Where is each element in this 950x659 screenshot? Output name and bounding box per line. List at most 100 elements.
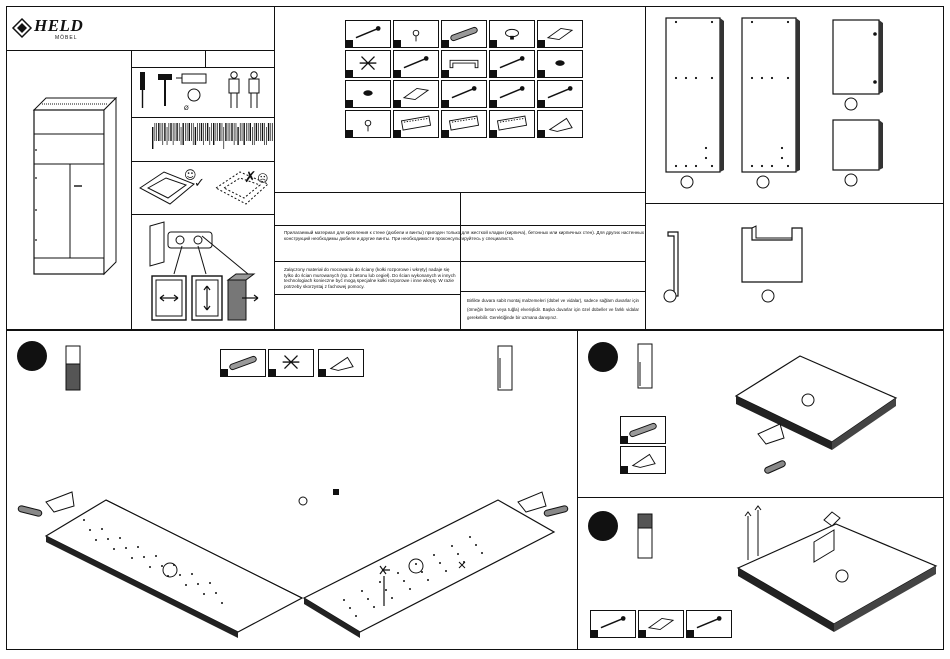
dowel-icon bbox=[229, 355, 257, 371]
panel-hole bbox=[750, 164, 754, 168]
panel-hole bbox=[710, 164, 714, 168]
screw-icon bbox=[696, 616, 722, 629]
corner-mark bbox=[490, 70, 497, 77]
board-hole bbox=[469, 536, 471, 538]
corner-mark bbox=[442, 100, 449, 107]
top-panel bbox=[832, 19, 883, 95]
part-dowel bbox=[220, 349, 266, 377]
cabinet-overview-illustration bbox=[32, 96, 118, 276]
rail-icon bbox=[400, 115, 432, 131]
barcode-bar bbox=[191, 123, 192, 141]
corner-mark bbox=[319, 369, 326, 376]
board-hole bbox=[427, 579, 429, 581]
barcode-bar bbox=[156, 123, 157, 141]
panel-parts-illustration bbox=[663, 17, 883, 303]
divider bbox=[460, 192, 462, 329]
barcode-graphic bbox=[152, 123, 273, 149]
part-bracket bbox=[638, 610, 684, 638]
hardware-part-cam bbox=[345, 50, 391, 78]
barcode-bar bbox=[272, 123, 273, 141]
divider bbox=[6, 329, 944, 331]
board-hole bbox=[421, 571, 423, 573]
step2-assembly-illustration bbox=[734, 355, 898, 474]
panel-hole bbox=[786, 164, 790, 168]
cabinet-thumbnail-icon bbox=[497, 345, 513, 391]
board-hole bbox=[415, 563, 417, 565]
barcode-bar bbox=[219, 123, 221, 141]
corner-mark bbox=[346, 70, 353, 77]
step-marker-3 bbox=[588, 511, 618, 541]
barcode-bar bbox=[166, 127, 168, 145]
handle-icon bbox=[449, 59, 479, 69]
barcode-bar bbox=[185, 123, 186, 141]
panel-hole bbox=[786, 76, 790, 80]
brand-name: HELD bbox=[34, 16, 84, 35]
wedge-icon bbox=[329, 356, 354, 371]
cam-icon bbox=[359, 56, 377, 71]
hardware-part-handle bbox=[441, 50, 487, 78]
barcode-bar bbox=[243, 123, 245, 145]
hardware-part-bracket bbox=[393, 80, 439, 108]
corner-mark bbox=[538, 130, 545, 137]
dowel-left bbox=[17, 491, 75, 517]
panel-hole bbox=[760, 164, 764, 168]
part-cam bbox=[268, 349, 314, 377]
drill-icon bbox=[176, 73, 207, 102]
board-right bbox=[302, 499, 556, 638]
cam-icon bbox=[282, 355, 300, 370]
barcode-bar bbox=[188, 123, 190, 141]
board-hole bbox=[433, 554, 435, 556]
barcode-bar bbox=[229, 123, 231, 141]
hardware-part-bracket bbox=[537, 20, 583, 48]
hardware-part-rail bbox=[441, 110, 487, 138]
board-hole bbox=[475, 544, 477, 546]
hardware-part-rail bbox=[489, 110, 535, 138]
panel-hole bbox=[760, 76, 764, 80]
dowel-icon bbox=[450, 26, 478, 42]
panel-hole bbox=[710, 20, 714, 24]
barcode-bar bbox=[178, 123, 180, 141]
barcode-bar bbox=[266, 127, 267, 145]
board-hole bbox=[481, 552, 483, 554]
screw-icon bbox=[547, 86, 573, 99]
board-hole bbox=[373, 606, 375, 608]
board-hole bbox=[137, 546, 139, 548]
tools-illustration: Ø bbox=[140, 71, 260, 112]
board-hole bbox=[403, 580, 405, 582]
board-hole bbox=[379, 581, 381, 583]
board-hole bbox=[173, 564, 175, 566]
two-persons-icon bbox=[228, 71, 260, 108]
divider bbox=[577, 329, 579, 650]
sheet-frame bbox=[6, 6, 944, 650]
board-hole bbox=[367, 598, 369, 600]
corner-mark bbox=[346, 100, 353, 107]
divider bbox=[205, 50, 207, 67]
barcode-bar bbox=[205, 123, 206, 141]
bracket-icon bbox=[402, 87, 430, 101]
notice-pl: Załączony materiał do mocowania do ścian… bbox=[284, 267, 456, 289]
svg-text:Ø: Ø bbox=[184, 105, 189, 112]
barcode-bar bbox=[246, 123, 247, 141]
hinge-adjustment-illustration bbox=[149, 221, 259, 321]
board-hole bbox=[107, 538, 109, 540]
frame-part bbox=[741, 225, 803, 283]
barcode-bar bbox=[215, 123, 217, 141]
corner-mark bbox=[442, 40, 449, 47]
barcode-bar bbox=[170, 123, 172, 141]
panel-hole bbox=[750, 76, 754, 80]
barcode-bar bbox=[168, 123, 170, 141]
screw-icon bbox=[355, 26, 381, 39]
barcode-bar bbox=[197, 123, 198, 141]
barcode-bar bbox=[249, 123, 251, 141]
board-hole bbox=[119, 537, 121, 539]
handle-part bbox=[667, 231, 679, 297]
screw-icon bbox=[499, 86, 525, 99]
barcode-bar bbox=[261, 123, 264, 141]
board-hole bbox=[167, 575, 169, 577]
board-hole bbox=[361, 590, 363, 592]
board-hole bbox=[113, 548, 115, 550]
board-hole bbox=[95, 539, 97, 541]
corner-mark bbox=[591, 630, 598, 637]
logo-mark-icon bbox=[11, 17, 33, 39]
panel-hole bbox=[694, 76, 698, 80]
